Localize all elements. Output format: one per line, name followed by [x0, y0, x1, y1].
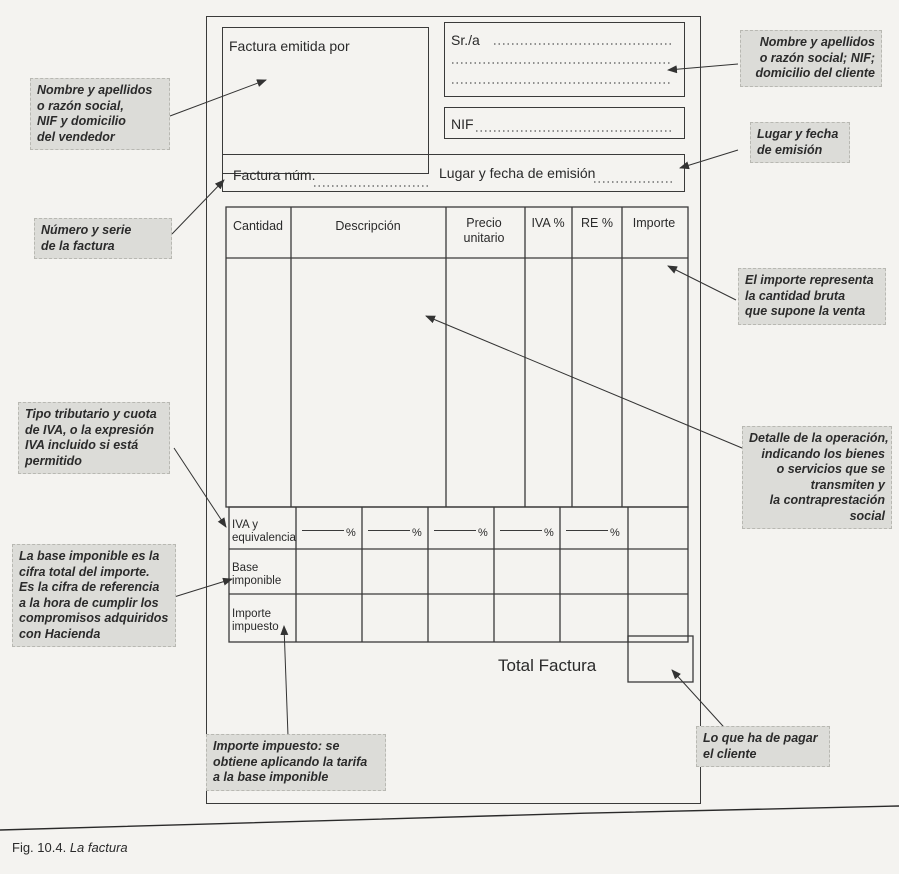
percent-sign-3: % [478, 527, 488, 539]
note-total: Lo que ha de pagar el cliente [696, 726, 830, 767]
note-tax-amount: Importe impuesto: se obtiene aplicando l… [206, 734, 386, 791]
row-label-tax-base: Base imponible [232, 562, 282, 587]
nif-box: NIF [444, 107, 685, 139]
row-label-iva-equivalence: IVA y equivalencia [232, 519, 296, 544]
issuer-box: Factura emitida por [222, 27, 429, 174]
note-place-date: Lugar y fecha de emisión [750, 122, 850, 163]
col-header-unit-price: Precio unitario [463, 216, 505, 245]
page-rule [0, 805, 899, 831]
col-header-amount: Importe [632, 216, 676, 230]
annotation-arrows [169, 63, 743, 748]
col-header-re: RE % [581, 216, 613, 230]
nif-label: NIF [451, 116, 474, 132]
place-date-label: Lugar y fecha de emisión [439, 165, 596, 181]
col-header-iva: IVA % [531, 216, 565, 230]
issuer-label: Factura emitida por [229, 38, 350, 54]
note-seller: Nombre y apellidos o razón social, NIF y… [30, 78, 170, 150]
note-client: Nombre y apellidos o razón social; NIF; … [740, 30, 882, 87]
note-tax-type: Tipo tributario y cuota de IVA, o la exp… [18, 402, 170, 474]
percent-sign-1: % [346, 527, 356, 539]
percent-sign-2: % [412, 527, 422, 539]
client-box: Sr./a [444, 22, 685, 97]
percent-field-2 [368, 530, 410, 531]
note-number-series: Número y serie de la factura [34, 218, 172, 259]
percent-sign-4: % [544, 527, 554, 539]
tax-table [228, 506, 689, 643]
dotted-fill-lines [314, 43, 674, 187]
total-box [627, 635, 694, 683]
percent-sign-5: % [610, 527, 620, 539]
client-label: Sr./a [451, 32, 480, 48]
total-label: Total Factura [498, 656, 597, 675]
percent-field-5 [566, 530, 608, 531]
caption-title: La factura [69, 840, 128, 855]
note-amount: El importe representa la cantidad bruta … [738, 268, 886, 325]
col-header-description: Descripción [335, 219, 401, 233]
percent-field-4 [500, 530, 542, 531]
invoice-number-box: Factura núm. Lugar y fecha de emisión [222, 154, 685, 192]
percent-field-1 [302, 530, 344, 531]
row-label-tax-amount: Importe impuesto [232, 608, 279, 633]
client-label-text: Sr./a [451, 32, 480, 48]
note-operation-detail: Detalle de la operación, indicando los b… [742, 426, 892, 529]
percent-field-3 [434, 530, 476, 531]
invoice-sheet [206, 16, 701, 804]
col-header-quantity: Cantidad [232, 219, 284, 233]
invoice-number-label: Factura núm. [233, 167, 316, 183]
caption-prefix: Fig. 10.4. [12, 840, 67, 855]
figure-caption: Fig. 10.4. La factura [12, 840, 128, 855]
note-tax-base: La base imponible es la cifra total del … [12, 544, 176, 647]
item-table [225, 206, 689, 508]
